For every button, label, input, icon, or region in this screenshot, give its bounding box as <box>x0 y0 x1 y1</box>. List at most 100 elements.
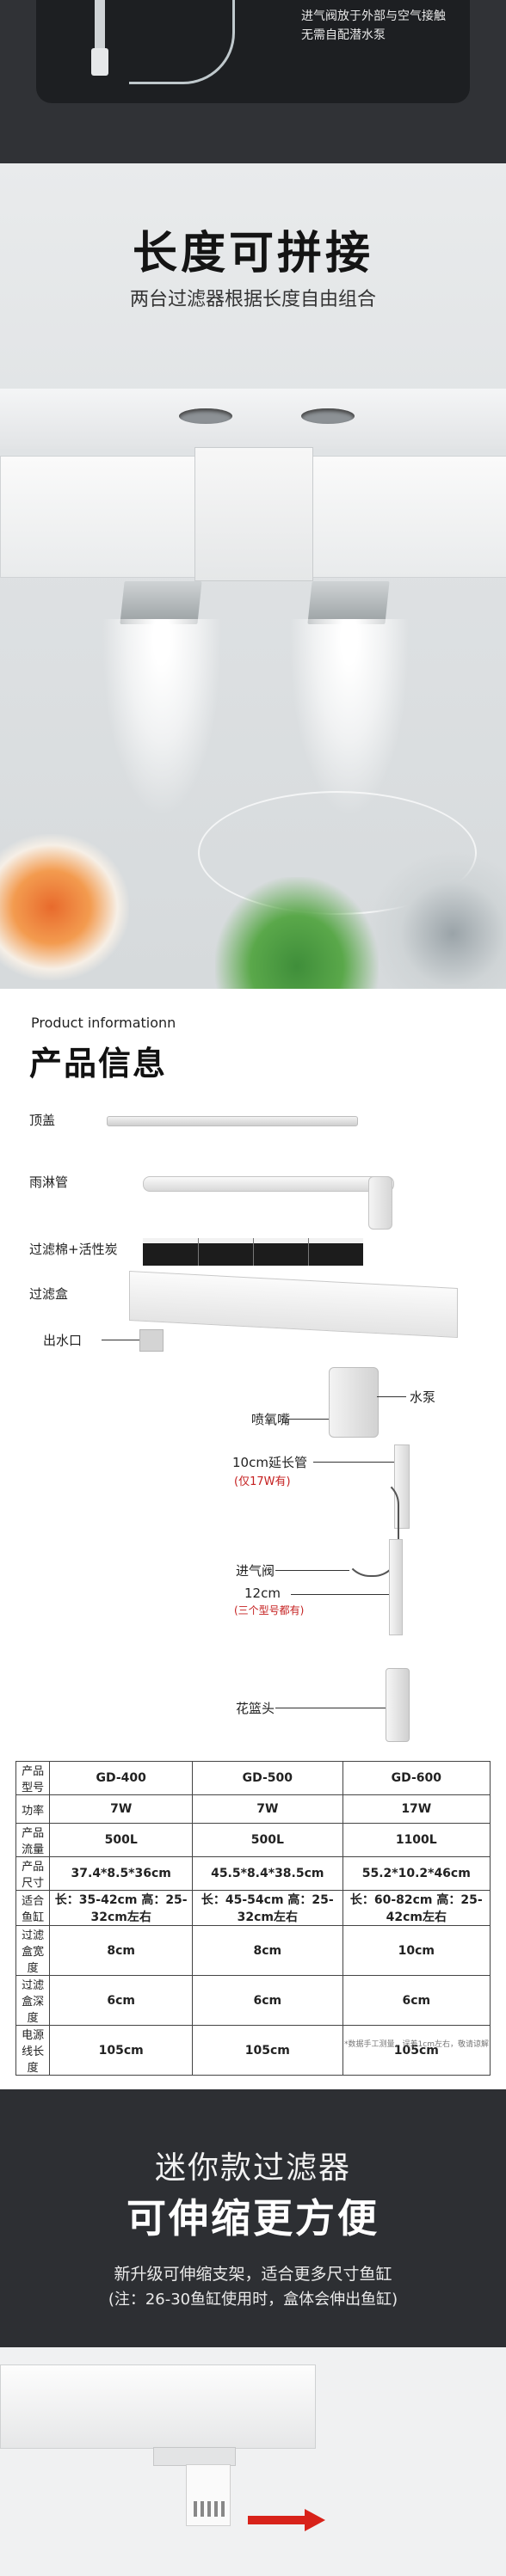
mini-filter-box <box>0 2364 316 2449</box>
table-row-header: 过滤盒宽度 <box>15 1925 51 1976</box>
table-cell: 6cm <box>49 1975 194 2026</box>
koi-fish-image <box>0 834 129 980</box>
label-size-12-note: (三个型号都有) <box>234 1604 305 1616</box>
part-outlet <box>139 1329 164 1352</box>
table-cell: 1100L <box>342 1823 491 1857</box>
note-line-1: 进气阀放于外部与空气接触 <box>301 9 446 23</box>
mini-filter-vent <box>186 2464 231 2526</box>
filter-box-right <box>306 456 506 578</box>
label-size-12: 12cm <box>244 1585 281 1601</box>
table-cell: 长：60-82cm 高：25-42cm左右 <box>342 1890 491 1926</box>
part-rain-pipe <box>143 1176 394 1192</box>
water-flow-right <box>289 619 410 817</box>
water-spout-right <box>307 581 390 624</box>
section-subtitle: 两台过滤器根据长度自由组合 <box>129 289 376 310</box>
table-cell: 105cm <box>192 2025 343 2076</box>
dark-tank-panel <box>36 0 470 103</box>
table-cell: GD-400 <box>49 1761 194 1795</box>
table-cell: 105cm <box>49 2025 194 2076</box>
air-tube <box>129 0 235 84</box>
table-cell: 6cm <box>342 1975 491 2026</box>
label-air-valve: 进气阀 <box>236 1563 275 1579</box>
arrow-right-icon <box>305 2509 325 2531</box>
extend-arrow-line <box>248 2516 308 2524</box>
table-row-header: 适合鱼缸 <box>15 1890 51 1926</box>
table-cell: 500L <box>192 1823 343 1857</box>
table-cell: 17W <box>342 1794 491 1824</box>
size-pointer <box>291 1594 389 1595</box>
label-rain-pipe: 雨淋管 <box>29 1175 69 1190</box>
mini-title-1: 迷你款过滤器 <box>154 2150 351 2186</box>
table-row: 适合鱼缸长：35-42cm 高：25-32cm左右长：45-54cm 高：25-… <box>15 1890 491 1926</box>
table-cell: 105cm <box>342 2025 491 2076</box>
table-cell: 7W <box>192 1794 343 1824</box>
filter-hole-right <box>301 408 355 424</box>
part-filter-cotton <box>143 1238 363 1266</box>
table-cell: 37.4*8.5*36cm <box>49 1856 194 1891</box>
mini-title-2: 可伸缩更方便 <box>126 2195 380 2242</box>
table-cell: 8cm <box>49 1925 194 1976</box>
label-filter-box: 过滤盒 <box>29 1286 69 1302</box>
table-row-header: 产品型号 <box>15 1761 51 1795</box>
table-row-header: 产品流量 <box>15 1823 51 1857</box>
part-12cm-pipe <box>389 1539 403 1635</box>
pump-pointer <box>377 1396 406 1397</box>
label-outlet: 出水口 <box>43 1333 83 1348</box>
filter-hole-left <box>179 408 232 424</box>
part-lid <box>107 1116 358 1126</box>
air-valve-pointer <box>275 1570 349 1571</box>
mini-filter-grip <box>153 2447 236 2466</box>
table-footnote: *数据手工测量，误差1cm左右，敬请谅解 <box>344 2040 489 2049</box>
water-flow-left <box>102 619 222 817</box>
part-pump <box>329 1367 379 1438</box>
table-cell: 500L <box>49 1823 194 1857</box>
part-basket <box>386 1668 410 1742</box>
table-row-header: 功率 <box>15 1794 51 1824</box>
filter-top-plate <box>0 389 506 449</box>
rock-image <box>370 851 506 989</box>
label-extension: 10cm延长管 <box>232 1455 307 1470</box>
table-cell: 长：35-42cm 高：25-32cm左右 <box>49 1890 194 1926</box>
nozzle-pointer <box>287 1419 329 1420</box>
table-cell: 10cm <box>342 1925 491 1976</box>
table-cell: 8cm <box>192 1925 343 1976</box>
label-spray-nozzle: 喷氧嘴 <box>251 1412 291 1427</box>
length-splice-section: 长度可拼接 两台过滤器根据长度自由组合 <box>0 163 506 989</box>
table-cell: GD-600 <box>342 1761 491 1795</box>
label-extension-note: (仅17W有) <box>234 1475 291 1488</box>
heading-chinese: 产品信息 <box>29 1045 168 1083</box>
filter-box-left <box>0 456 201 578</box>
table-cell: GD-500 <box>192 1761 343 1795</box>
table-cell: 7W <box>49 1794 194 1824</box>
part-rain-pipe-elbow <box>368 1176 392 1230</box>
part-air-hose <box>344 1479 399 1577</box>
table-row-header: 过滤盒深度 <box>15 1975 51 2026</box>
mini-filter-section: 迷你款过滤器 可伸缩更方便 新升级可伸缩支架，适合更多尺寸鱼缸 (注：26-30… <box>0 2089 506 2576</box>
label-basket: 花篮头 <box>236 1701 275 1716</box>
air-valve-note: 进气阀放于外部与空气接触 无需自配潜水泵 <box>301 7 446 45</box>
mini-line-2: (注：26-30鱼缸使用时，盒体会伸出鱼缸) <box>108 2291 398 2309</box>
water-spout-left <box>120 581 202 624</box>
section-title: 长度可拼接 <box>132 228 373 279</box>
table-row-header: 产品尺寸 <box>15 1856 51 1891</box>
label-filter-cotton: 过滤棉+活性炭 <box>29 1242 118 1257</box>
note-line-2: 无需自配潜水泵 <box>301 28 386 42</box>
table-cell: 长：45-54cm 高：25-32cm左右 <box>192 1890 343 1926</box>
air-valve-rod <box>95 0 105 52</box>
aquatic-plant-image <box>215 877 379 989</box>
mini-line-1: 新升级可伸缩支架，适合更多尺寸鱼缸 <box>114 2265 392 2284</box>
filter-joint <box>194 447 313 581</box>
part-filter-box <box>129 1270 458 1339</box>
table-cell: 45.5*8.4*38.5cm <box>192 1856 343 1891</box>
table-cell: 55.2*10.2*46cm <box>342 1856 491 1891</box>
label-lid: 顶盖 <box>29 1113 56 1128</box>
air-valve-section: 进气阀放于外部与空气接触 无需自配潜水泵 <box>0 0 506 163</box>
